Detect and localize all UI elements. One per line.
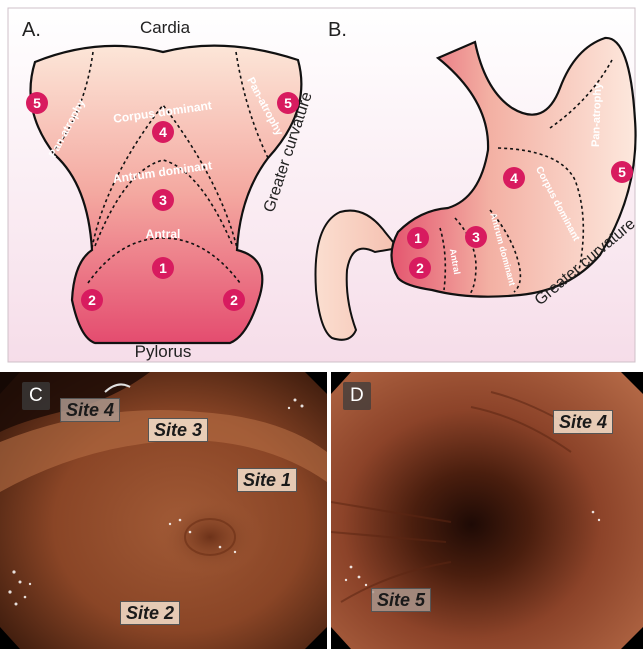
svg-text:5: 5 (618, 164, 626, 180)
site-marker-b-2: 2 (409, 257, 431, 279)
zone-antral-a: Antral (146, 227, 181, 241)
cardia-label: Cardia (140, 18, 191, 37)
svg-text:2: 2 (88, 292, 96, 308)
svg-text:3: 3 (159, 192, 167, 208)
site-marker-3: 3 (152, 189, 174, 211)
pylorus-label: Pylorus (135, 342, 192, 361)
svg-text:5: 5 (284, 95, 292, 111)
site-marker-4: 4 (152, 121, 174, 143)
svg-text:2: 2 (230, 292, 238, 308)
site-marker-b-1: 1 (407, 227, 429, 249)
site-marker-b-5: 5 (611, 161, 633, 183)
site-1-label-c: Site 1 (237, 468, 297, 492)
site-3-label-c: Site 3 (148, 418, 208, 442)
svg-text:1: 1 (159, 260, 167, 276)
svg-text:4: 4 (510, 170, 518, 186)
zone-pan-atrophy-b: Pan-atrophy (590, 82, 604, 147)
panel-d-letter: D (343, 382, 371, 410)
panel-b-letter: B. (328, 19, 347, 41)
stomach-diagram-panel: A. Cardia Pylorus Pan-atrophy Pan-atroph… (0, 0, 643, 368)
panel-a-letter: A. (22, 19, 41, 41)
endoscopy-photo-d: D Site 4 Site 5 (331, 372, 643, 649)
site-4-label-c: Site 4 (60, 398, 120, 422)
endoscopy-photo-c: C Site 4 Site 3 Site 1 Site 2 (0, 372, 327, 649)
svg-text:2: 2 (416, 260, 424, 276)
site-5-label-d: Site 5 (371, 588, 431, 612)
site-marker-b-4: 4 (503, 167, 525, 189)
svg-text:1: 1 (414, 230, 422, 246)
site-4-label-d: Site 4 (553, 410, 613, 434)
site-marker-5-right: 5 (277, 92, 299, 114)
svg-text:3: 3 (472, 229, 480, 245)
site-marker-2-left: 2 (81, 289, 103, 311)
svg-text:4: 4 (159, 124, 167, 140)
site-marker-b-3: 3 (465, 226, 487, 248)
site-marker-2-right: 2 (223, 289, 245, 311)
site-2-label-c: Site 2 (120, 601, 180, 625)
panel-c-letter: C (22, 382, 50, 410)
svg-text:5: 5 (33, 95, 41, 111)
site-marker-5-left: 5 (26, 92, 48, 114)
site-marker-1: 1 (152, 257, 174, 279)
